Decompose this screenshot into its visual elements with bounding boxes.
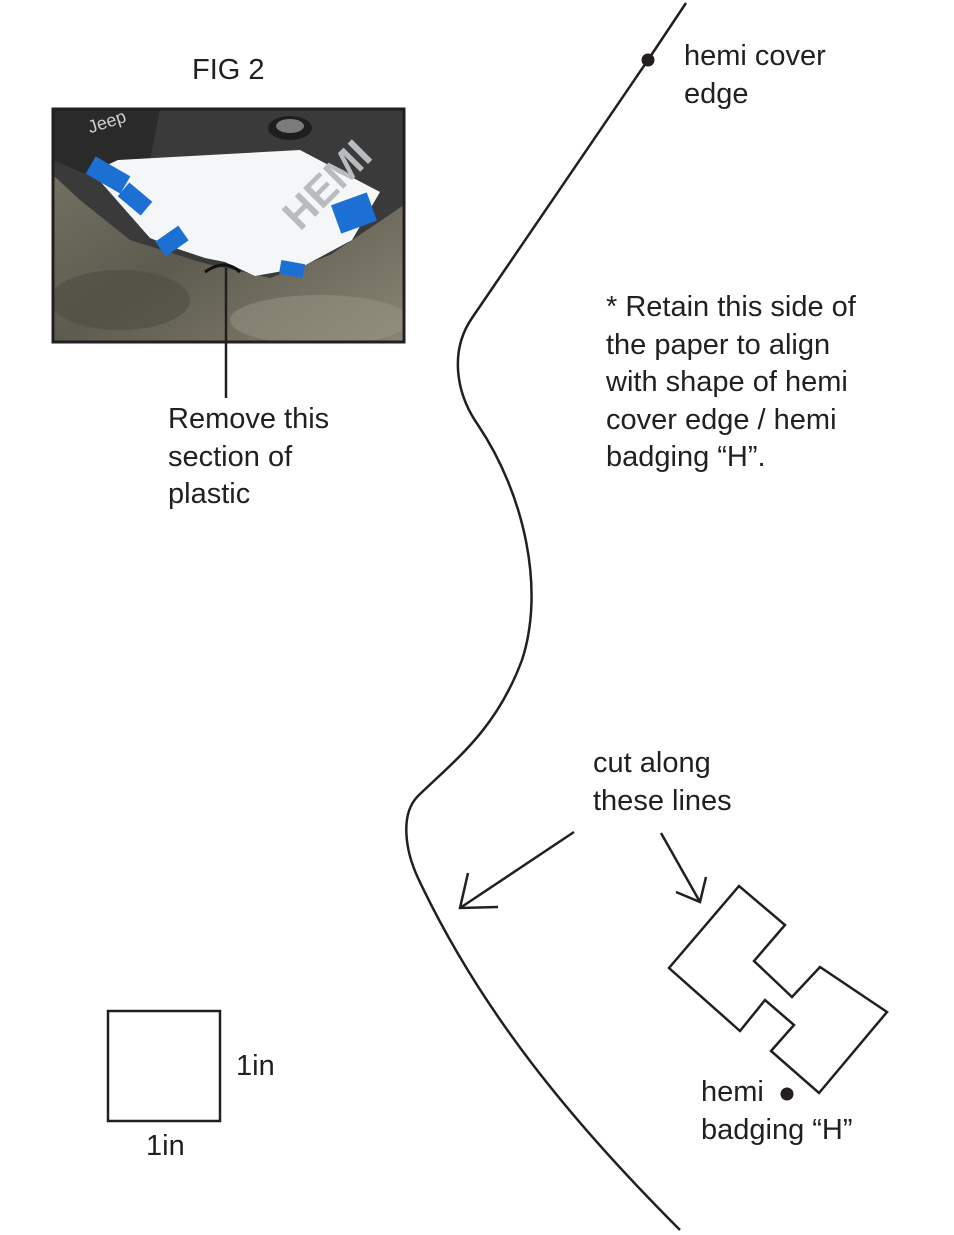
- scale-bottom-label: 1in: [146, 1130, 185, 1162]
- cut-arrow-right: [659, 832, 708, 904]
- cover-edge-point: [641, 53, 655, 67]
- figure-title: FIG 2: [192, 54, 265, 86]
- retain-note-line: with shape of hemi: [606, 366, 848, 398]
- cut-lines-label: cut along these lines: [593, 745, 732, 820]
- retain-note: * Retain this side of the paper to align…: [606, 289, 856, 477]
- remove-label-line: plastic: [168, 478, 251, 510]
- retain-note-line: badging “H”.: [606, 441, 766, 473]
- paper-template: [92, 150, 380, 276]
- cut-label-line: these lines: [593, 784, 732, 817]
- remove-section-label: Remove this section of plastic: [168, 401, 329, 514]
- photo-frame: [51, 107, 406, 344]
- scale-square: [106, 1009, 222, 1123]
- cover-edge-label-line: edge: [684, 77, 749, 110]
- badge-label-line: badging “H”: [701, 1113, 853, 1146]
- reference-photo: Jeep HEMI: [51, 107, 406, 344]
- tape-strip: [117, 182, 153, 216]
- remove-label-line: section of: [168, 440, 293, 473]
- cover-edge-cut-line: [405, 2, 688, 1231]
- badge-label-line: hemi: [701, 1076, 764, 1108]
- badge-h-label: hemi badging “H”: [701, 1074, 853, 1149]
- h-badge-cut-outline: [667, 884, 889, 1095]
- badge-h-point: [780, 1087, 794, 1101]
- scale-side-label: 1in: [236, 1050, 275, 1082]
- tape-strip: [155, 225, 189, 257]
- retain-note-line: cover edge / hemi: [606, 403, 837, 436]
- retain-note-line: * Retain this side of: [606, 291, 856, 323]
- cover-edge-label-line: hemi cover: [684, 40, 826, 72]
- tape-strip: [278, 260, 306, 278]
- cut-arrow-left: [458, 830, 575, 910]
- tape-strip: [331, 192, 377, 234]
- retain-note-line: the paper to align: [606, 328, 831, 361]
- cut-label-line: cut along: [593, 747, 711, 779]
- cover-edge-label: hemi cover edge: [684, 38, 826, 113]
- tape-strip: [85, 156, 131, 194]
- remove-label-line: Remove this: [168, 403, 330, 435]
- notch-marker: [204, 263, 242, 274]
